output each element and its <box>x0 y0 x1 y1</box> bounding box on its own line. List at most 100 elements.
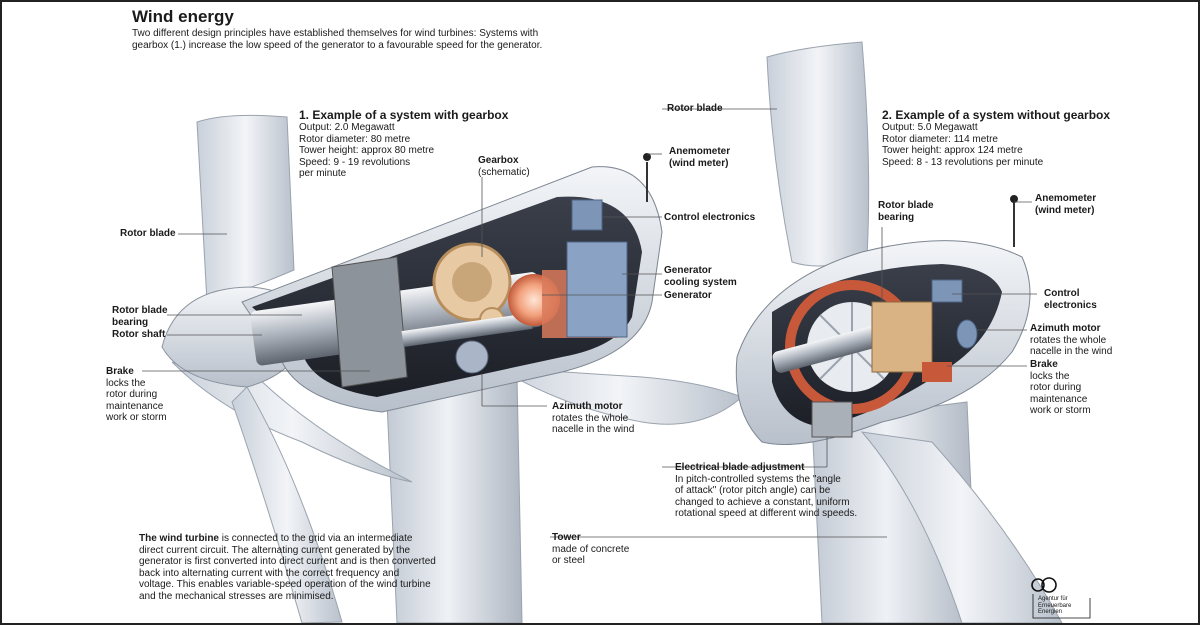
generator-cooling-1 <box>566 241 628 338</box>
grid-note-line: voltage. This enables variable-speed ope… <box>139 579 431 590</box>
label-title: Azimuth motor <box>552 401 623 412</box>
label-line: work or storm <box>1030 405 1091 416</box>
rotor-blade-up-1 <box>196 114 295 303</box>
system2-heading: 2. Example of a system without gearbox <box>882 108 1111 122</box>
grid-note-bold: The wind turbine <box>139 533 219 544</box>
agency-logo: Agentur für Erneuerbare Energien <box>1024 576 1094 620</box>
control-electronics-1 <box>571 199 603 231</box>
page-subtitle: Two different design principles have est… <box>132 28 543 51</box>
brake-2 <box>922 362 952 382</box>
system2-spec: Output: 5.0 Megawatt <box>882 122 978 133</box>
label-line: (wind meter) <box>669 157 729 169</box>
system1-spec: Output: 2.0 Megawatt <box>299 122 395 133</box>
system2-spec: Speed: 8 - 13 revolutions per minute <box>882 156 1044 168</box>
system2-spec: Rotor diameter: 114 metre <box>882 133 998 145</box>
label-line: Control <box>1044 288 1080 299</box>
logo-text: Agentur für Erneuerbare Energien <box>1038 596 1071 616</box>
grid-note-line: and the mechanical stresses are minimise… <box>139 590 334 602</box>
grid-note-line: generator is first converted into direct… <box>139 556 436 567</box>
label-line: Anemometer <box>1035 193 1097 204</box>
label-line: locks the <box>106 377 146 389</box>
label-line: In pitch-controlled systems the "angle <box>675 473 841 485</box>
anemometer-1 <box>643 153 651 161</box>
label-line: rotates the whole <box>1030 334 1107 346</box>
system1-spec: Rotor diameter: 80 metre <box>299 133 411 145</box>
label-generator-cooling: Generator cooling system <box>664 265 737 288</box>
label-rotor-blade-left: Rotor blade <box>120 228 176 239</box>
label-line: rotor during <box>1030 382 1082 393</box>
label-line: (wind meter) <box>1035 204 1095 216</box>
label-brake-1: Brake locks the rotor during maintenance… <box>106 366 167 424</box>
system1-info: 1. Example of a system with gearbox Outp… <box>299 108 508 180</box>
label-brake-2: Brake locks the rotor during maintenance… <box>1030 359 1091 417</box>
label-title: Tower <box>552 532 581 543</box>
lower-shaft <box>401 313 533 347</box>
label-line: changed to achieve a constant, uniform <box>675 496 850 508</box>
label-line: rotational speed at different wind speed… <box>675 508 858 519</box>
grid-note-rest: is connected to the grid via an intermed… <box>219 533 413 544</box>
label-line: of attack" (rotor pitch angle) can be <box>675 485 831 496</box>
label-control-electronics-2: Control electronics <box>1044 288 1097 311</box>
label-gearbox: Gearbox (schematic) <box>478 155 530 178</box>
label-generator: Generator <box>664 290 712 301</box>
rotor-blade-sweep-1 <box>231 386 343 623</box>
grid-note: The wind turbine is connected to the gri… <box>139 533 436 602</box>
label-line: electronics <box>1044 299 1097 311</box>
shaft-support <box>331 256 408 388</box>
azimuth-motor-1 <box>455 340 489 374</box>
label-azimuth-1: Azimuth motor rotates the whole nacelle … <box>552 401 634 436</box>
rotor-blade-down-2 <box>860 431 1063 623</box>
label-line: nacelle in the wind <box>1030 346 1113 357</box>
label-title: Electrical blade adjustment <box>675 462 805 473</box>
system1-spec: per minute <box>299 168 347 179</box>
system2-spec: Tower height: approx 124 metre <box>882 145 1023 156</box>
rotor-shaft-2 <box>772 323 892 373</box>
page-title: Wind energy <box>132 7 234 26</box>
label-line: locks the <box>1030 370 1070 382</box>
label-control-electronics-1: Control electronics <box>664 212 756 223</box>
blade-bearing-2 <box>871 301 933 373</box>
system1-heading: 1. Example of a system with gearbox <box>299 108 509 122</box>
label-line: bearing <box>878 211 915 223</box>
blade-adjust-motor <box>811 401 853 438</box>
label-rotor-shaft: Rotor shaft <box>112 329 166 340</box>
control-electronics-2 <box>931 279 963 303</box>
label-azimuth-2: Azimuth motor rotates the whole nacelle … <box>1030 323 1112 358</box>
label-line: (schematic) <box>478 166 530 178</box>
grid-note-line: direct current circuit. The alternating … <box>139 544 411 556</box>
logo-line: Energien <box>1038 609 1063 615</box>
logo-line: Erneuerbare <box>1038 602 1072 609</box>
anemometer-2 <box>1010 195 1018 203</box>
system2-info: 2. Example of a system without gearbox O… <box>882 108 1110 168</box>
label-tower: Tower made of concrete or steel <box>552 532 629 567</box>
label-line: Anemometer <box>669 146 731 157</box>
label-line: Rotor blade <box>112 305 168 316</box>
label-line: work or storm <box>106 412 167 423</box>
label-line: rotor during <box>106 389 158 400</box>
logo-mark <box>1031 577 1091 619</box>
label-title: Azimuth motor <box>1030 323 1101 334</box>
label-line: made of concrete <box>552 543 630 555</box>
label-title: Brake <box>1030 359 1058 370</box>
label-rotor-blade-bearing-2: Rotor blade bearing <box>878 200 934 223</box>
system1-spec: Speed: 9 - 19 revolutions <box>299 156 411 168</box>
label-line: nacelle in the wind <box>552 424 635 435</box>
label-anemometer-1: Anemometer (wind meter) <box>669 146 730 169</box>
label-rotor-blade-bearing-1: Rotor blade bearing <box>112 305 168 328</box>
azimuth-motor-2 <box>956 319 978 349</box>
logo-line: Agentur für <box>1038 596 1068 602</box>
label-line: rotates the whole <box>552 412 629 424</box>
label-line: bearing <box>112 316 149 328</box>
label-line: maintenance <box>1030 393 1088 405</box>
label-line: maintenance <box>106 400 164 412</box>
system1-spec: Tower height: approx 80 metre <box>299 145 435 156</box>
label-line: Generator <box>664 265 712 276</box>
label-line: Rotor blade <box>878 200 934 211</box>
label-rotor-blade-top: Rotor blade <box>667 103 723 114</box>
grid-note-first-line: The wind turbine is connected to the gri… <box>139 533 436 545</box>
label-anemometer-2: Anemometer (wind meter) <box>1035 193 1096 216</box>
label-blade-adjustment: Electrical blade adjustment In pitch-con… <box>675 462 857 520</box>
label-title: Brake <box>106 366 134 377</box>
